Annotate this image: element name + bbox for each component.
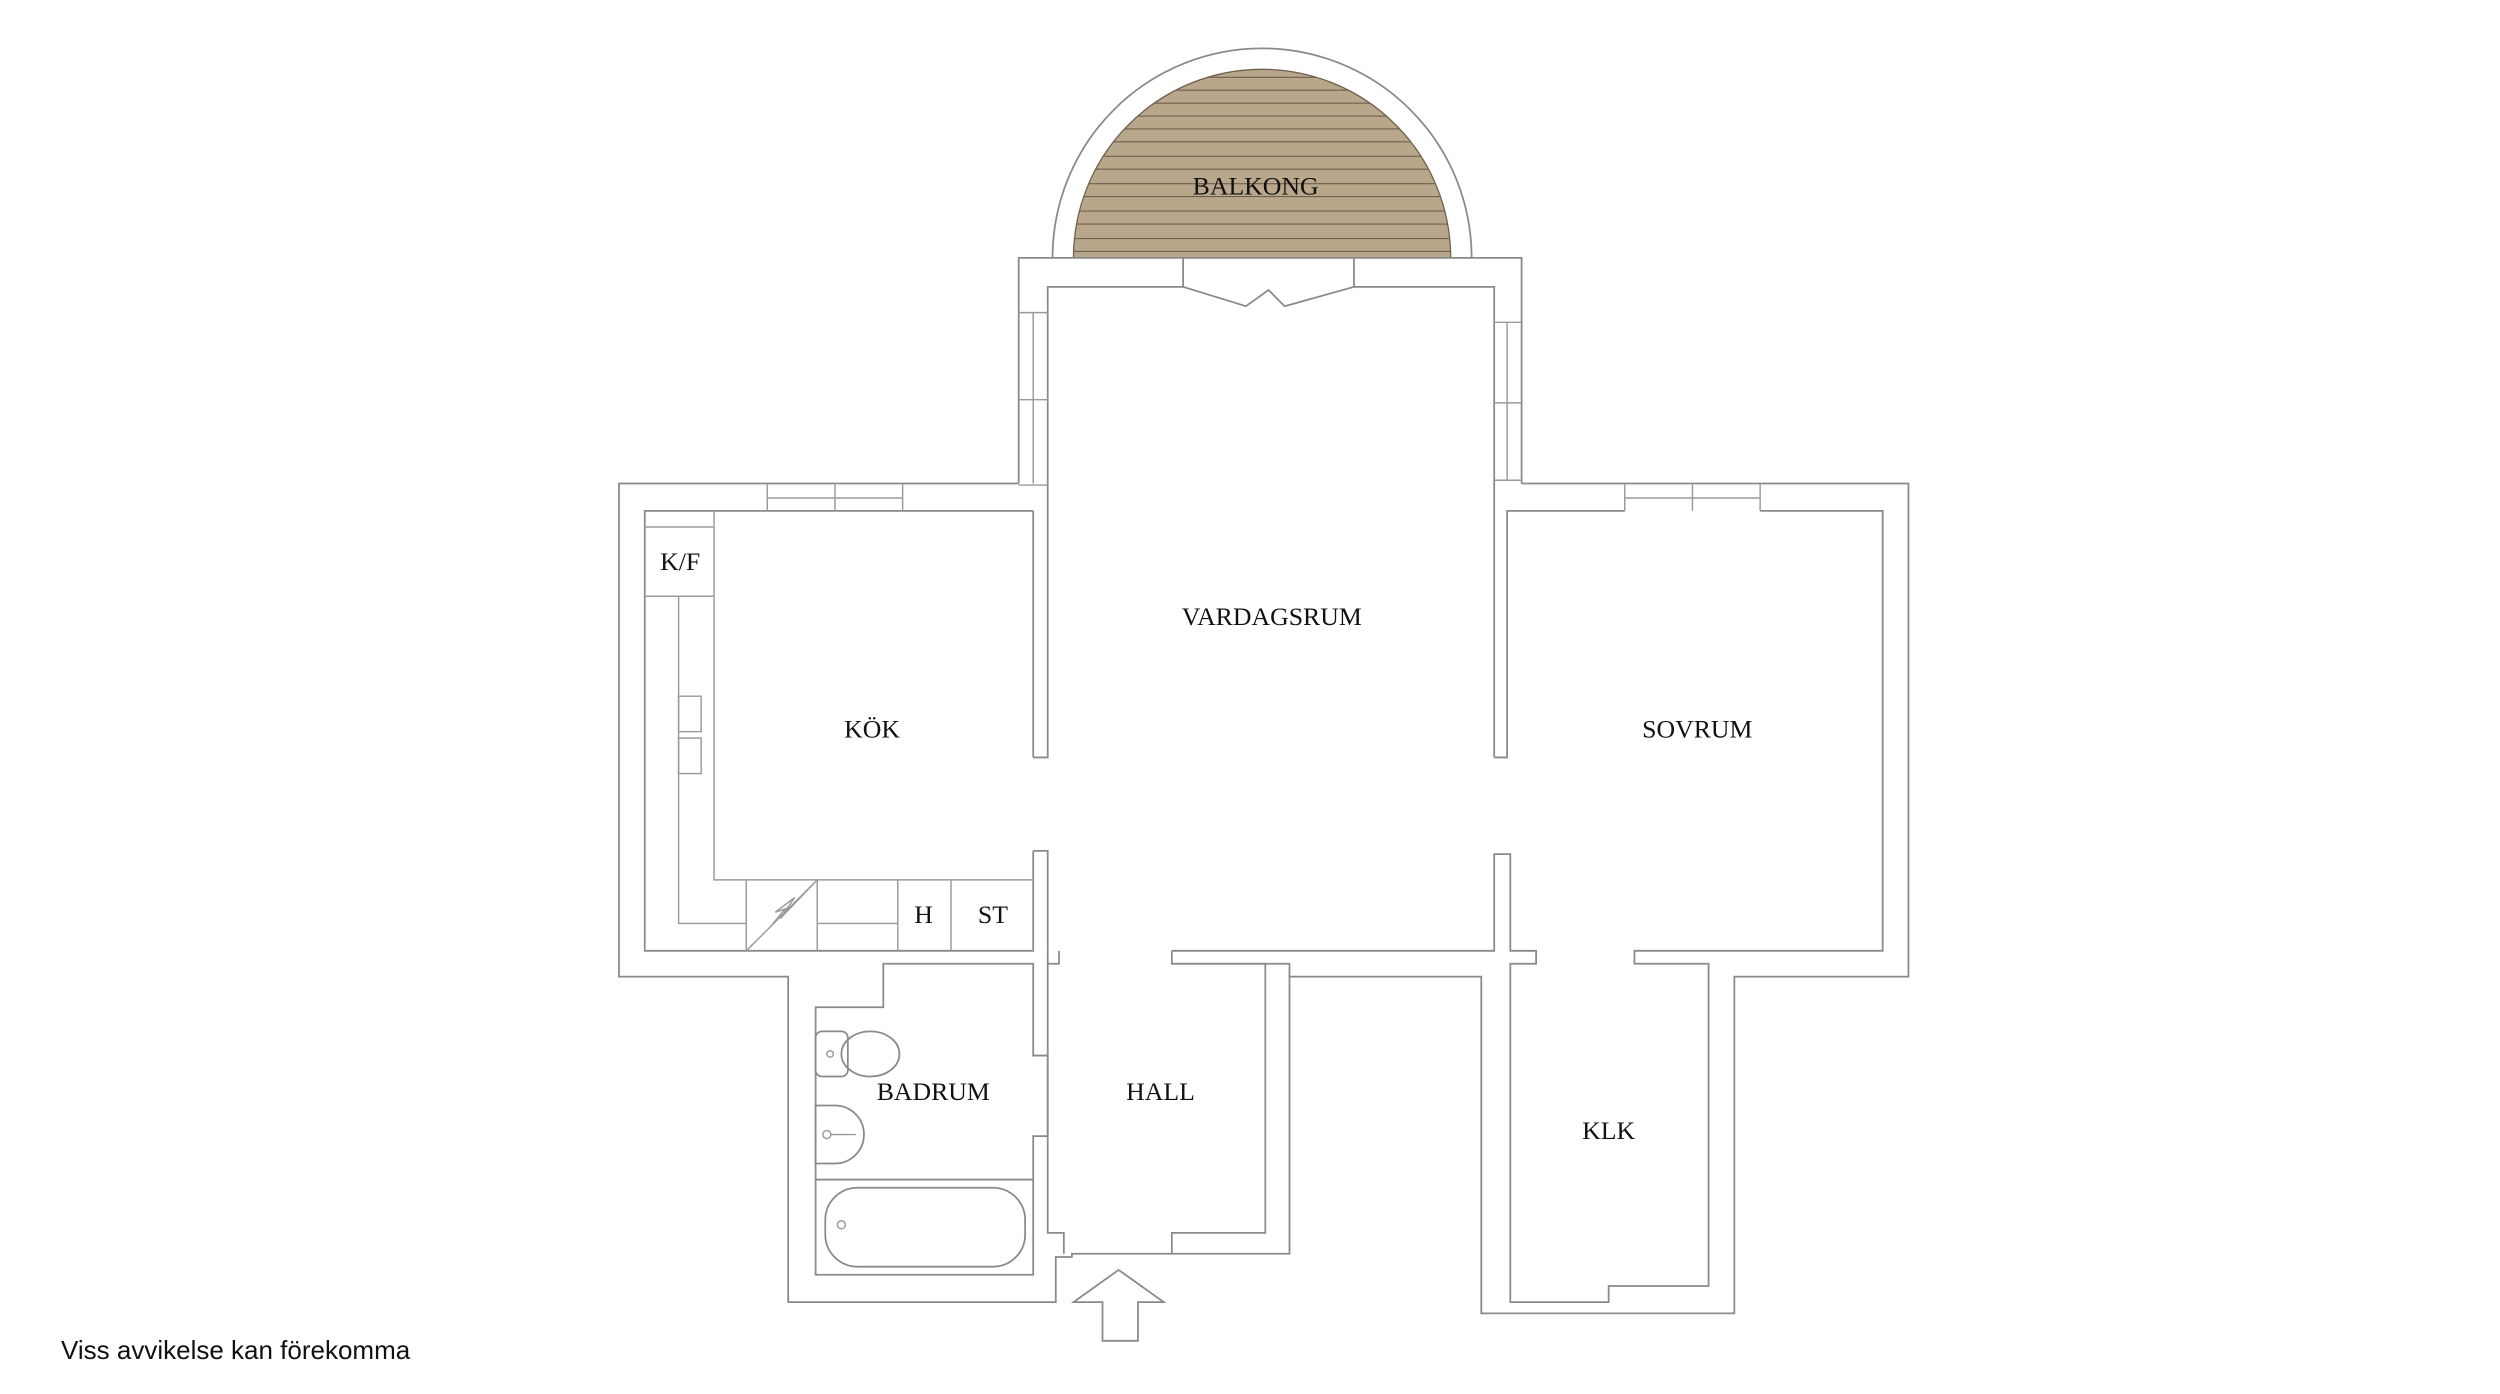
room-label-balkong: BALKONG (1193, 171, 1319, 200)
room-label-hall: HALL (1126, 1077, 1195, 1106)
room-label-kok: KÖK (844, 715, 900, 744)
kitchen-fixtures: K/F H ST (644, 510, 1034, 952)
fixture-label-kf: K/F (660, 547, 700, 576)
outer-walls (618, 256, 1910, 1315)
bathroom: BADRUM (814, 962, 1049, 1276)
room-label-sovrum: SOVRUM (1642, 715, 1752, 744)
fixture-label-st: ST (978, 900, 1008, 929)
arrow-up-icon (1070, 1268, 1167, 1342)
room-label-vardagsrum: VARDAGSRUM (1182, 602, 1362, 631)
balcony: BALKONG (1051, 47, 1473, 259)
room-label-klk: KLK (1582, 1116, 1635, 1145)
room-label-badrum: BADRUM (877, 1077, 990, 1106)
fixture-label-h: H (914, 900, 933, 929)
disclaimer-text: Viss avvikelse kan förekomma (61, 1335, 411, 1365)
balcony-door (1182, 257, 1355, 308)
stove-lightning-icon (745, 879, 818, 952)
